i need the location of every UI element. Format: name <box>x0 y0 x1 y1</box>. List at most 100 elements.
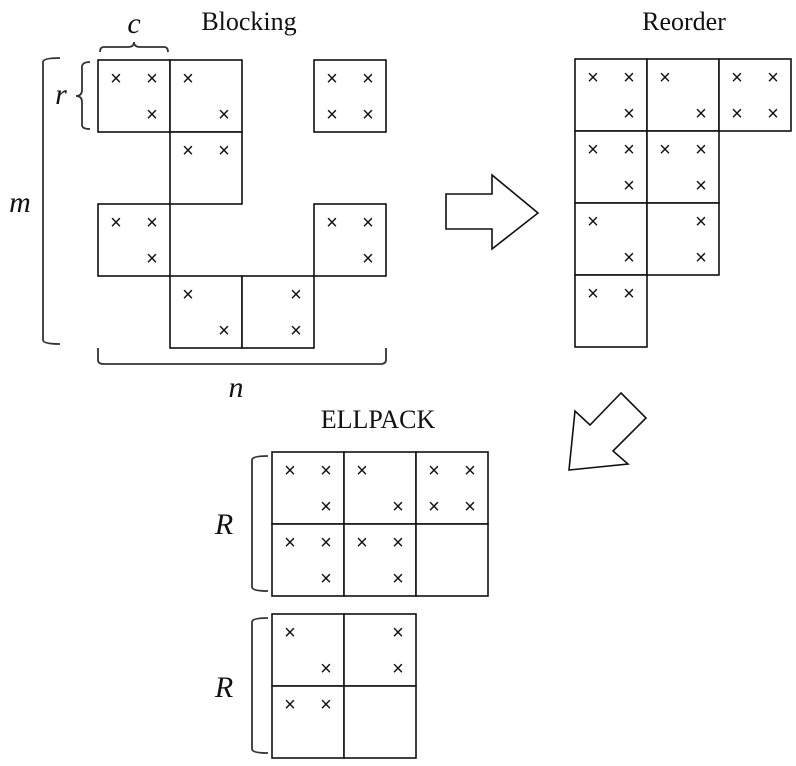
blocking-matrix: ××××××××××××××××××××× <box>97 59 387 349</box>
nonzero-mark: × <box>146 68 158 90</box>
c-brace <box>99 41 169 53</box>
nonzero-mark: × <box>362 248 374 270</box>
nonzero-mark: × <box>659 67 671 89</box>
ellpack-slice-2: ×××××× <box>271 613 417 759</box>
nonzero-mark: × <box>767 103 779 125</box>
nonzero-mark: × <box>218 320 230 342</box>
nonzero-mark: × <box>587 211 599 233</box>
nonzero-mark: × <box>146 212 158 234</box>
r-brace <box>75 61 91 130</box>
nonzero-mark: × <box>356 460 368 482</box>
reorder-matrix: ××××××××××××××××××××× <box>574 58 792 348</box>
label-R-slice-1: R <box>214 508 233 541</box>
nonzero-mark: × <box>362 212 374 234</box>
ellpack-2-block-r0-c0 <box>271 613 345 687</box>
nonzero-mark: × <box>428 460 440 482</box>
reorder-block-r2-c0 <box>574 202 648 276</box>
reorder-block-r0-c0 <box>574 58 648 132</box>
ellpack-title: ELLPACK <box>321 405 436 434</box>
nonzero-mark: × <box>284 460 296 482</box>
label-n: n <box>229 371 244 404</box>
blocking-block-r0-c3 <box>313 59 387 133</box>
nonzero-mark: × <box>110 68 122 90</box>
reorder-block-r3-c0 <box>574 274 648 348</box>
reorder-block-r1-c0 <box>574 130 648 204</box>
blocking-block-r2-c0 <box>97 203 171 277</box>
nonzero-mark: × <box>767 67 779 89</box>
nonzero-mark: × <box>326 212 338 234</box>
label-m: m <box>9 186 31 219</box>
nonzero-mark: × <box>320 496 332 518</box>
blocking-block-r0-c1 <box>169 59 243 133</box>
nonzero-mark: × <box>218 140 230 162</box>
m-bracket <box>42 57 61 345</box>
blocking-title: Blocking <box>201 7 296 36</box>
nonzero-mark: × <box>320 658 332 680</box>
nonzero-mark: × <box>587 139 599 161</box>
nonzero-mark: × <box>218 104 230 126</box>
ellpack-1-block-r0-c0 <box>271 451 345 525</box>
nonzero-mark: × <box>392 496 404 518</box>
nonzero-mark: × <box>284 694 296 716</box>
nonzero-mark: × <box>731 103 743 125</box>
nonzero-mark: × <box>320 532 332 554</box>
R-bracket-slice-1 <box>251 455 269 592</box>
ellpack-2-block-r1-c1 <box>343 685 417 759</box>
nonzero-mark: × <box>320 568 332 590</box>
reorder-block-r0-c1 <box>646 58 720 132</box>
down-left-arrow-icon <box>568 391 648 471</box>
nonzero-mark: × <box>362 68 374 90</box>
nonzero-mark: × <box>623 175 635 197</box>
nonzero-mark: × <box>695 139 707 161</box>
label-R-slice-2: R <box>214 671 233 704</box>
nonzero-mark: × <box>623 103 635 125</box>
reorder-block-r0-c2 <box>718 58 792 132</box>
nonzero-mark: × <box>392 532 404 554</box>
nonzero-mark: × <box>356 532 368 554</box>
blocking-block-r0-c0 <box>97 59 171 133</box>
ellpack-1-block-r0-c2 <box>415 451 489 525</box>
reorder-block-r1-c1 <box>646 130 720 204</box>
nonzero-mark: × <box>695 247 707 269</box>
nonzero-mark: × <box>392 658 404 680</box>
reorder-block-r2-c1 <box>646 202 720 276</box>
ellpack-2-block-r0-c1 <box>343 613 417 687</box>
nonzero-mark: × <box>146 104 158 126</box>
nonzero-mark: × <box>290 320 302 342</box>
nonzero-mark: × <box>182 68 194 90</box>
ellpack-2-block-r1-c0 <box>271 685 345 759</box>
nonzero-mark: × <box>695 103 707 125</box>
blocking-block-r2-c3 <box>313 203 387 277</box>
nonzero-mark: × <box>587 67 599 89</box>
nonzero-mark: × <box>110 212 122 234</box>
ellpack-1-block-r0-c1 <box>343 451 417 525</box>
blocking-block-r3-c1 <box>169 275 243 349</box>
nonzero-mark: × <box>146 248 158 270</box>
label-r: r <box>55 78 67 111</box>
nonzero-mark: × <box>290 284 302 306</box>
blocking-block-r1-c1 <box>169 131 243 205</box>
reorder-title: Reorder <box>642 7 726 36</box>
nonzero-mark: × <box>284 532 296 554</box>
nonzero-mark: × <box>623 139 635 161</box>
blocking-block-r3-c2 <box>241 275 315 349</box>
nonzero-mark: × <box>320 460 332 482</box>
nonzero-mark: × <box>695 175 707 197</box>
nonzero-mark: × <box>464 496 476 518</box>
R-bracket-slice-2 <box>251 617 269 754</box>
nonzero-mark: × <box>182 140 194 162</box>
nonzero-mark: × <box>695 211 707 233</box>
ellpack-1-block-r1-c1 <box>343 523 417 597</box>
label-c: c <box>127 7 140 40</box>
nonzero-mark: × <box>659 139 671 161</box>
nonzero-mark: × <box>392 622 404 644</box>
nonzero-mark: × <box>464 460 476 482</box>
ellpack-1-block-r1-c0 <box>271 523 345 597</box>
ellpack-1-block-r1-c2 <box>415 523 489 597</box>
nonzero-mark: × <box>326 68 338 90</box>
nonzero-mark: × <box>428 496 440 518</box>
nonzero-mark: × <box>623 283 635 305</box>
right-arrow-icon <box>445 173 540 251</box>
nonzero-mark: × <box>362 104 374 126</box>
